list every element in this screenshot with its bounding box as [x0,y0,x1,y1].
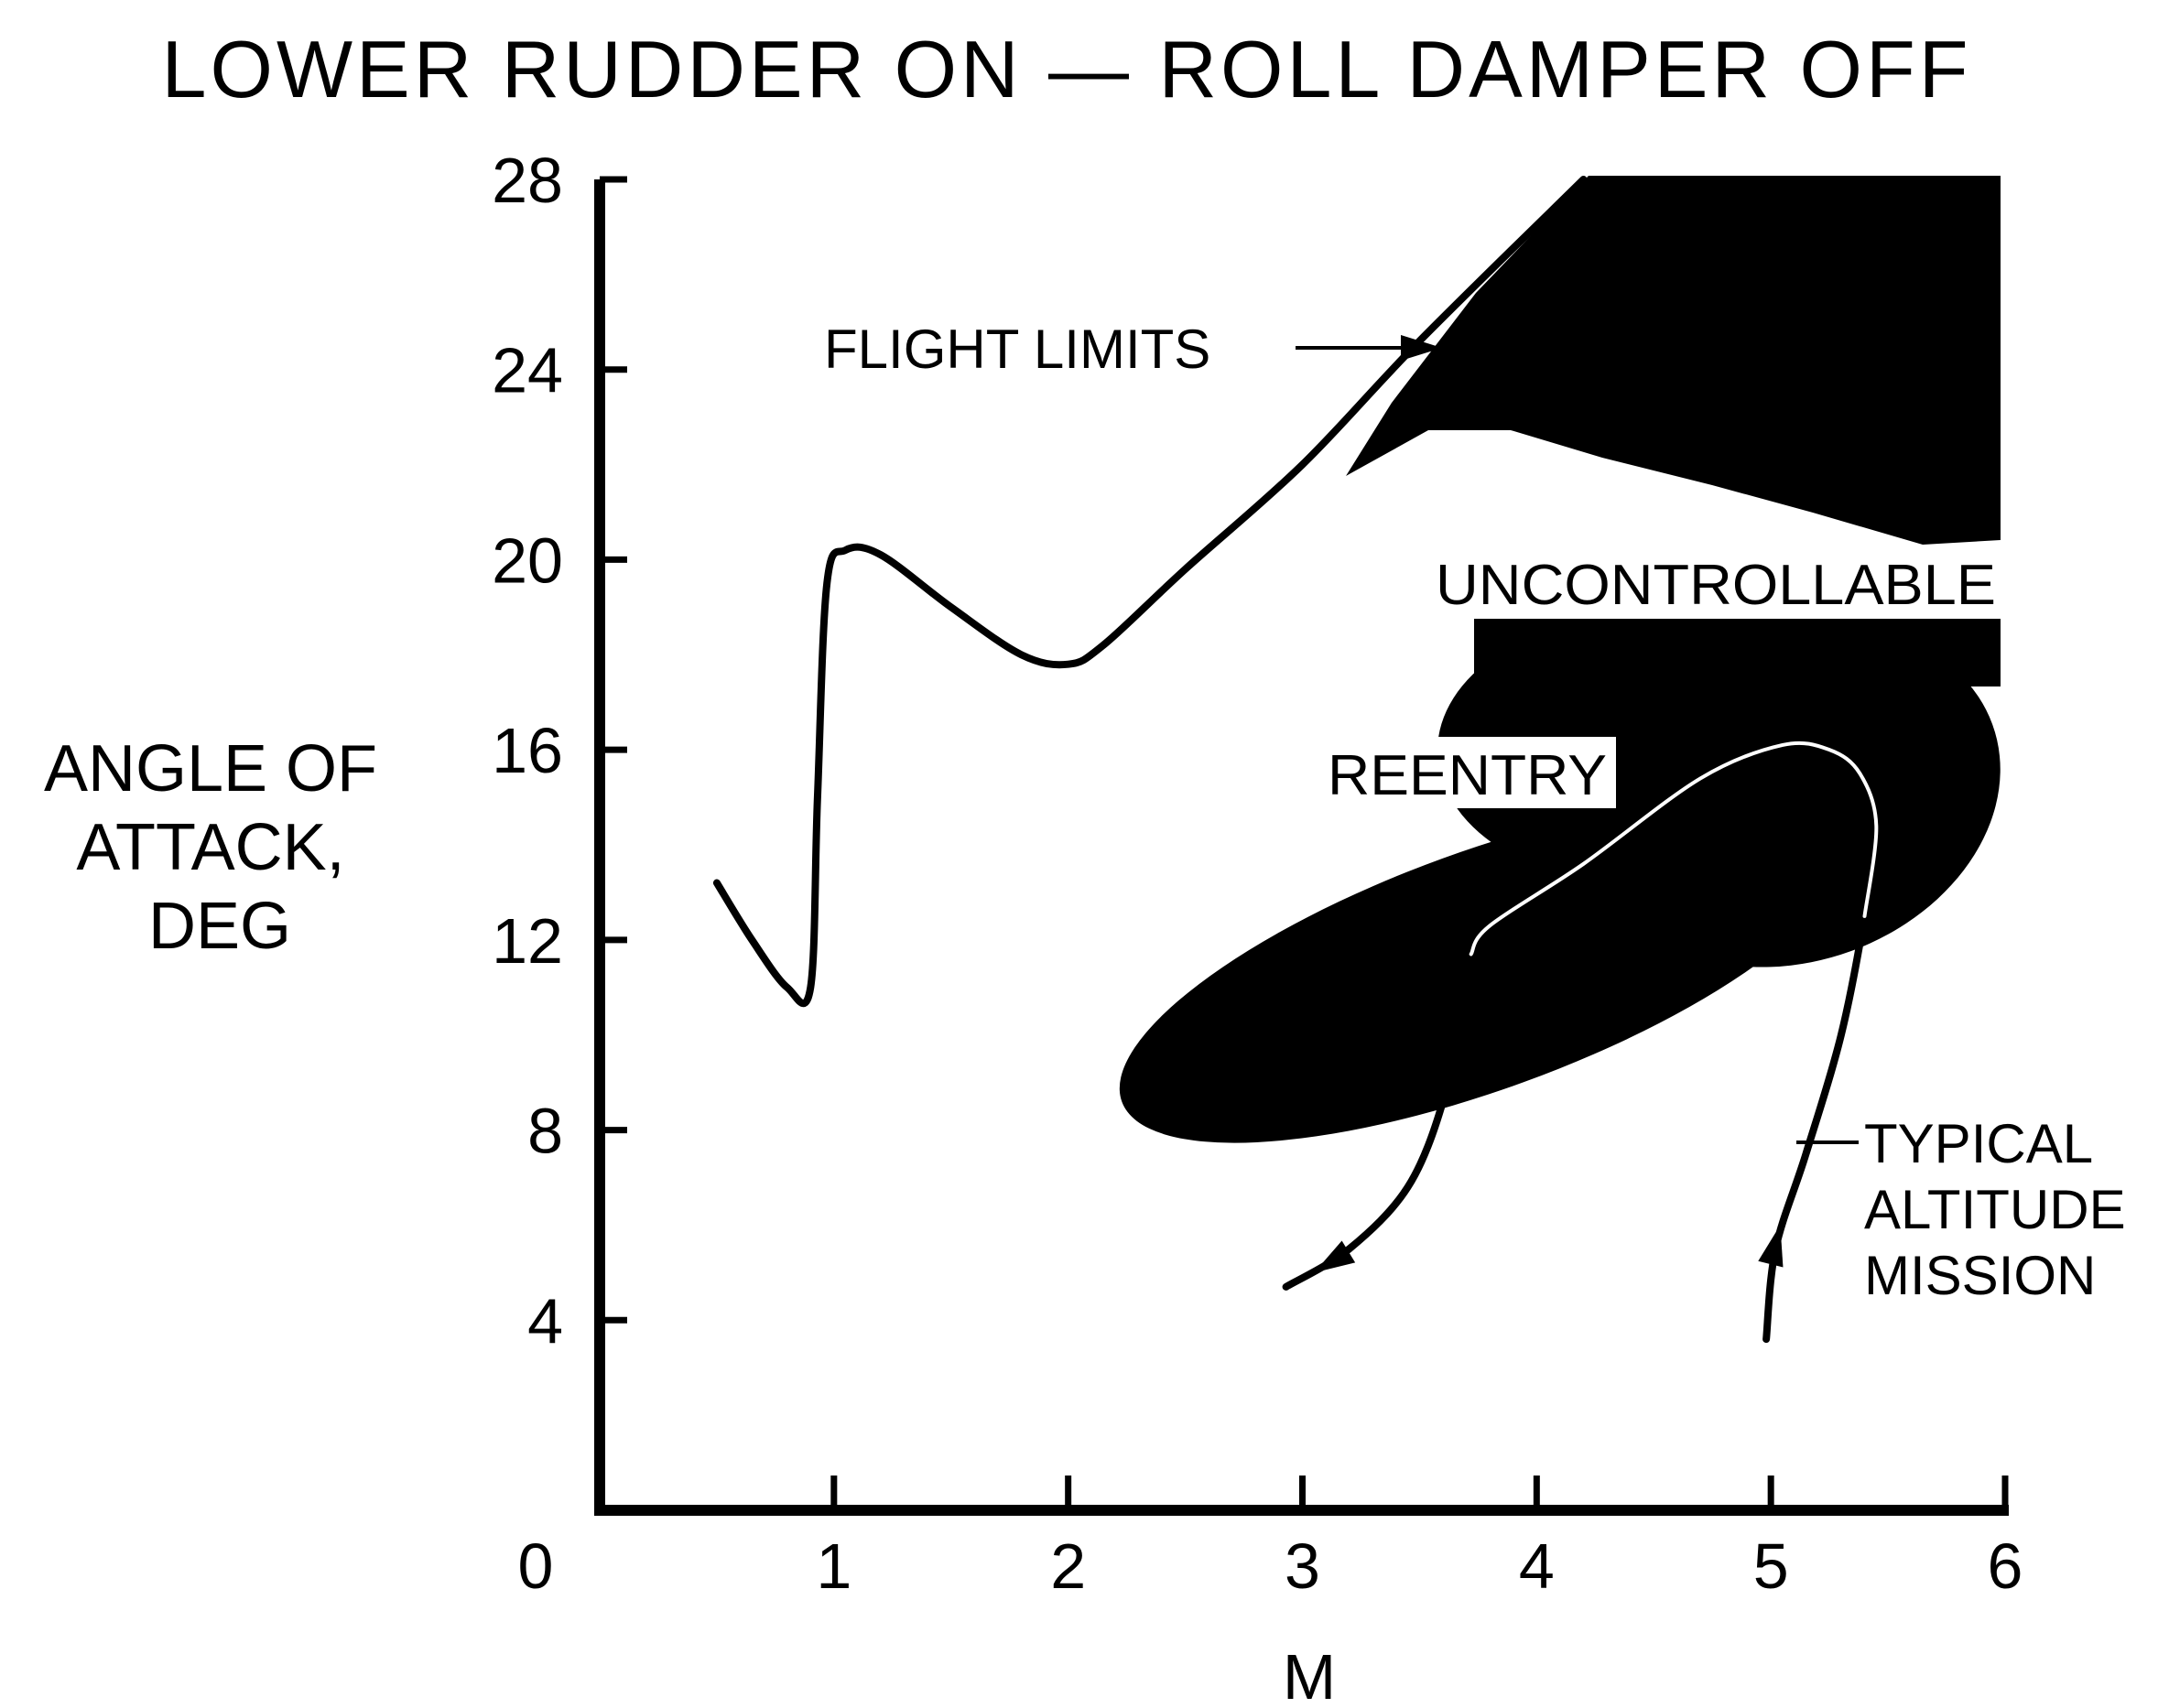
y-tick-label: 8 [527,1096,563,1167]
annotation-uncontrollable-label: UNCONTROLLABLE [1436,554,1996,617]
annotation-mission: TYPICAL ALTITUDE MISSION [1796,1113,2141,1306]
annotation-uncontrollable-bg [1428,546,2001,619]
y-tick-label: 16 [492,715,563,786]
y-axis-label-line-2: ATTACK, [76,811,344,884]
annotation-reentry-label: REENTRY [1328,744,1607,807]
x-tick-label: 1 [816,1530,851,1602]
y-ticks: 4 8 12 16 20 24 28 [492,145,627,1357]
x-tick-label: 5 [1753,1530,1789,1602]
y-tick-label: 28 [492,145,563,216]
y-axis-label-line-3: DEG [148,890,291,963]
mission-arrow-ascending [1758,1225,1784,1268]
uncontrollable-region [1119,176,2001,1143]
y-tick-label: 24 [492,335,563,406]
annotation-flight-limits: FLIGHT LIMITS [824,319,1442,380]
annotation-reentry: REENTRY [1318,737,1616,808]
chart-title: LOWER RUDDER ON — ROLL DAMPER OFF [162,24,1972,114]
annotation-mission-line-2: ALTITUDE [1864,1179,2126,1240]
x-tick-label: 4 [1519,1530,1555,1602]
annotation-mission-line-1: TYPICAL [1864,1113,2092,1174]
annotation-mission-label: TYPICAL ALTITUDE MISSION [1864,1113,2141,1306]
x-ticks: 0 1 2 3 4 5 6 [518,1476,2023,1602]
y-axis-label-line-1: ANGLE OF [44,732,377,805]
y-axis-label: ANGLE OF ATTACK, DEG [44,732,396,963]
series-line-reentry-highlight [1469,740,1879,957]
series-line-flight-limits [712,176,1588,1008]
y-tick-label: 12 [492,905,563,977]
y-tick-label: 4 [527,1285,563,1357]
x-tick-label: 3 [1285,1530,1320,1602]
annotation-flight-limits-label: FLIGHT LIMITS [824,319,1210,380]
annotation-reentry-bg [1318,737,1616,808]
reentry-arrow-descending [1314,1240,1356,1273]
x-tick-label: 2 [1050,1530,1086,1602]
annotation-uncontrollable: UNCONTROLLABLE [1428,546,2001,619]
x-tick-label: 0 [518,1530,554,1602]
x-axis-label: M [1283,1641,1336,1708]
x-tick-label: 6 [1988,1530,2023,1602]
y-tick-label: 20 [492,524,563,596]
annotation-flight-limits-arrowhead [1401,335,1442,361]
annotation-mission-line-3: MISSION [1864,1245,2096,1306]
